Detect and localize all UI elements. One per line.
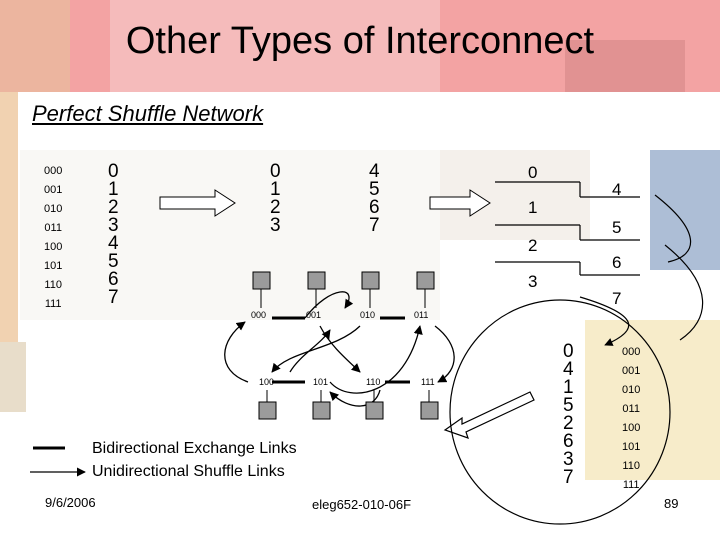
decimal-label: 7 xyxy=(108,287,119,308)
shuffled-decimal: 0 xyxy=(563,341,574,362)
nodes-bottom xyxy=(258,401,439,420)
footer-course: eleg652-010-06F xyxy=(312,497,412,512)
interleave-right-value: 6 xyxy=(612,253,622,272)
node-label: 111 xyxy=(421,377,435,387)
legend-shuffle-label: Unidirectional Shuffle Links xyxy=(92,463,285,480)
node-label: 001 xyxy=(306,310,322,320)
shuffled-decimal: 1 xyxy=(563,377,574,398)
shuffled-decimal: 5 xyxy=(563,395,574,416)
footer-date: 9/6/2006 xyxy=(45,495,96,510)
shuffled-binary: 100 xyxy=(622,422,641,434)
double-block-arrow xyxy=(443,391,535,439)
node-label: 110 xyxy=(366,377,381,387)
node-stems-bottom xyxy=(266,390,430,402)
decimal-label: 1 xyxy=(108,179,119,200)
upper-half-label: 0 xyxy=(270,161,281,182)
shuffled-binary: 110 xyxy=(622,460,640,472)
section-subtitle: Perfect Shuffle Network xyxy=(32,101,264,126)
shuffled-decimal: 6 xyxy=(563,431,574,452)
lower-half-label: 7 xyxy=(369,215,380,236)
shuffled-binary: 101 xyxy=(622,441,641,453)
binary-label: 110 xyxy=(44,279,62,291)
binary-label: 010 xyxy=(44,203,63,215)
upper-half-label: 1 xyxy=(270,179,281,200)
shuffled-decimal: 2 xyxy=(563,413,574,434)
result-oval xyxy=(449,299,671,525)
node-label: 100 xyxy=(259,377,275,387)
slide-title: Other Types of Interconnect xyxy=(125,20,595,62)
interleave-left-value: 2 xyxy=(528,236,538,255)
exchange-links xyxy=(272,316,410,384)
block-arrow-2 xyxy=(429,189,491,217)
lower-half-column: 4 5 6 7 xyxy=(369,161,380,236)
decimal-label: 0 xyxy=(108,161,119,182)
footer-page-number: 89 xyxy=(664,496,679,511)
lower-half-label: 6 xyxy=(369,197,380,218)
interleave-left-value: 1 xyxy=(528,198,538,217)
legend-exchange-label: Bidirectional Exchange Links xyxy=(92,440,297,457)
lower-half-label: 5 xyxy=(369,179,380,200)
left-binary-column: 000 001 010 011 100 101 110 111 xyxy=(44,162,62,314)
upper-half-label: 2 xyxy=(270,197,281,218)
block-arrow-1 xyxy=(159,189,236,217)
interleave-right-value: 4 xyxy=(612,180,622,199)
upper-half-column: 0 1 2 3 xyxy=(270,161,281,236)
wrap-curves xyxy=(579,194,704,346)
node-label: 011 xyxy=(414,310,429,320)
shuffled-decimal: 3 xyxy=(563,449,574,470)
shuffled-binary-column: 000 001 010 011 100 101 110 111 xyxy=(622,343,640,495)
binary-label: 100 xyxy=(44,241,63,253)
shuffled-decimal: 4 xyxy=(563,359,574,380)
node-label: 000 xyxy=(251,310,267,320)
interleave-lines xyxy=(495,181,640,276)
node-label: 101 xyxy=(313,377,329,387)
binary-label: 011 xyxy=(44,222,62,234)
nodes-top xyxy=(252,271,435,290)
binary-label: 000 xyxy=(44,165,63,177)
interleave-left-value: 0 xyxy=(528,163,538,182)
shuffle-links xyxy=(224,291,455,407)
interleave-left-value: 3 xyxy=(528,272,538,291)
upper-half-label: 3 xyxy=(270,215,281,236)
lower-half-label: 4 xyxy=(369,161,380,182)
shuffled-decimal: 7 xyxy=(563,467,574,488)
decimal-label: 4 xyxy=(108,233,119,254)
shuffled-decimal-column: 0 4 1 5 2 6 3 7 xyxy=(563,341,574,488)
interleave-right-value: 7 xyxy=(612,289,622,308)
decimal-label: 2 xyxy=(108,197,119,218)
decimal-label: 6 xyxy=(108,269,119,290)
shuffled-binary: 001 xyxy=(622,365,641,377)
shuffled-binary: 011 xyxy=(622,403,640,415)
node-label: 010 xyxy=(360,310,376,320)
node-stems-top xyxy=(260,289,426,308)
binary-label: 001 xyxy=(44,184,63,196)
decimal-label: 5 xyxy=(108,251,119,272)
shuffled-binary: 000 xyxy=(622,346,641,358)
decimal-label: 3 xyxy=(108,215,119,236)
left-decimal-column: 0 1 2 3 4 5 6 7 xyxy=(108,161,119,308)
interleave-right-value: 5 xyxy=(612,218,622,237)
shuffled-binary: 111 xyxy=(622,479,640,491)
shuffled-binary: 010 xyxy=(622,384,641,396)
binary-label: 101 xyxy=(44,260,63,272)
binary-label: 111 xyxy=(44,298,62,310)
